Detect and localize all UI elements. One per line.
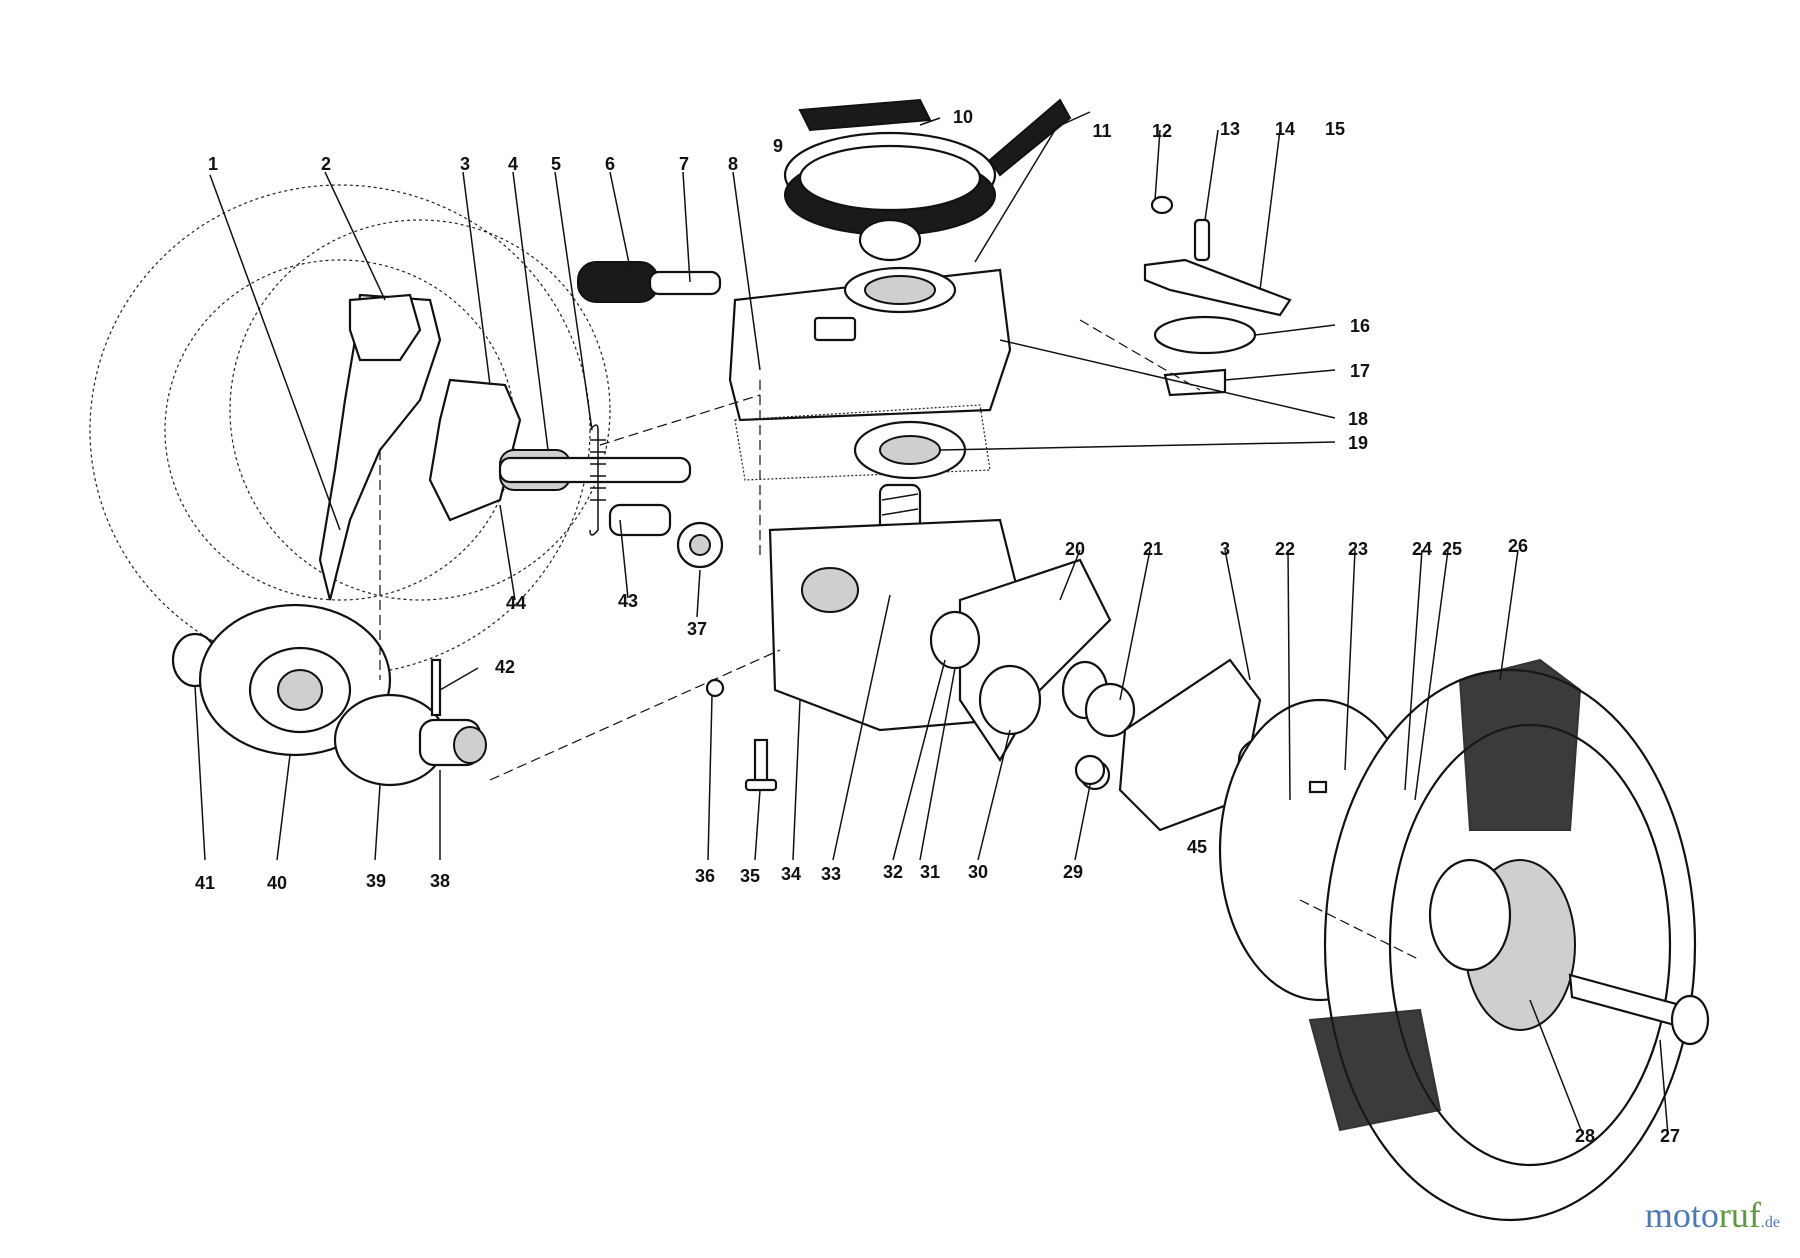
- callout-labels: 1 2 3 4 5 6 7 8 9 10 11 12 13 14 15 16 1…: [195, 107, 1680, 1146]
- clutch-assembly: [333, 658, 487, 787]
- label-6: 6: [605, 154, 615, 174]
- label-3-left: 3: [460, 154, 470, 174]
- label-22: 22: [1275, 539, 1295, 559]
- label-32: 32: [883, 862, 903, 882]
- label-39: 39: [366, 871, 386, 891]
- label-33: 33: [821, 864, 841, 884]
- label-20: 20: [1065, 539, 1085, 559]
- label-12: 12: [1152, 121, 1172, 141]
- label-26: 26: [1508, 536, 1528, 556]
- label-4: 4: [508, 154, 518, 174]
- axle-bearings: [676, 521, 1136, 738]
- label-34: 34: [781, 864, 801, 884]
- label-23: 23: [1348, 539, 1368, 559]
- label-16: 16: [1350, 316, 1370, 336]
- axle-bolt: [1568, 973, 1710, 1046]
- leader-lines: [194, 111, 1669, 1136]
- label-13: 13: [1220, 119, 1240, 139]
- label-10: 10: [953, 107, 973, 127]
- watermark-part-1: moto: [1644, 1195, 1719, 1235]
- watermark-part-3: .de: [1760, 1214, 1780, 1231]
- shift-shaft: [498, 424, 692, 537]
- bolts: [705, 678, 1106, 792]
- right-wheel: [1308, 658, 1697, 1222]
- label-15: 15: [1325, 119, 1345, 139]
- label-28: 28: [1575, 1126, 1595, 1146]
- label-9: 9: [773, 136, 783, 156]
- watermark-logo: motoruf.de: [1645, 1194, 1780, 1236]
- label-25: 25: [1442, 539, 1462, 559]
- label-27: 27: [1660, 1126, 1680, 1146]
- label-41: 41: [195, 873, 215, 893]
- label-2: 2: [321, 154, 331, 174]
- assembly-lines: [379, 319, 1421, 961]
- label-1: 1: [208, 154, 218, 174]
- label-3-right: 3: [1220, 539, 1230, 559]
- label-42: 42: [495, 657, 515, 677]
- shift-fork-assembly: [318, 293, 571, 601]
- label-7: 7: [679, 154, 689, 174]
- label-18: 18: [1348, 409, 1368, 429]
- label-8: 8: [728, 154, 738, 174]
- label-43: 43: [618, 591, 638, 611]
- detent-spring-pin: [577, 261, 722, 303]
- label-5: 5: [551, 154, 561, 174]
- label-11: 11: [1092, 121, 1111, 141]
- label-21: 21: [1143, 539, 1163, 559]
- label-36: 36: [695, 866, 715, 886]
- label-30: 30: [968, 862, 988, 882]
- label-45: 45: [1187, 837, 1207, 857]
- label-14: 14: [1275, 119, 1295, 139]
- label-19: 19: [1348, 433, 1368, 453]
- label-31: 31: [920, 862, 940, 882]
- pulley: [783, 98, 1072, 262]
- label-38: 38: [430, 871, 450, 891]
- label-17: 17: [1350, 361, 1370, 381]
- label-37: 37: [687, 619, 707, 639]
- label-29: 29: [1063, 862, 1083, 882]
- label-24: 24: [1412, 539, 1432, 559]
- watermark-part-2: ruf: [1718, 1195, 1761, 1235]
- label-35: 35: [740, 866, 760, 886]
- label-40: 40: [267, 873, 287, 893]
- gear-case-cover: [728, 266, 1012, 422]
- label-44: 44: [506, 593, 526, 613]
